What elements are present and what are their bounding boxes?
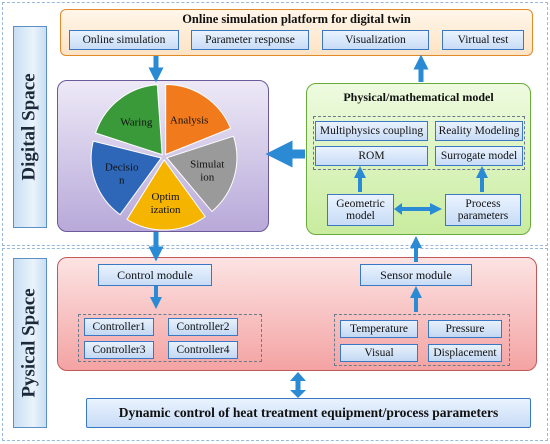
cycle-segment xyxy=(166,135,238,213)
sensor-displacement: Displacement xyxy=(428,344,502,362)
geometric-model-box: Geometric model xyxy=(327,194,394,226)
platform-panel: Online simulation platform for digital t… xyxy=(60,9,533,56)
controller-1: Controller1 xyxy=(84,318,154,336)
model-item-multiphysics: Multiphysics coupling xyxy=(315,121,428,141)
model-items-group xyxy=(313,116,525,170)
cycle-segment xyxy=(90,140,163,216)
platform-item-online-simulation: Online simulation xyxy=(69,30,179,50)
control-module-box: Control module xyxy=(98,264,212,286)
platform-item-virtual-test: Virtual test xyxy=(442,30,524,50)
bottom-bar: Dynamic control of heat treatment equipm… xyxy=(86,398,531,428)
platform-item-parameter-response: Parameter response xyxy=(191,30,309,50)
physical-panel: Control module Sensor module Controller1… xyxy=(57,257,537,371)
cycle-segment-label: Analysis xyxy=(170,115,209,127)
digital-space-label: Digital Space xyxy=(13,26,47,228)
process-parameters-box: Process parameters xyxy=(445,194,521,226)
physical-space-frame xyxy=(2,248,548,441)
model-panel: Physical/mathematical model Multiphysics… xyxy=(306,83,531,235)
physical-space-label: Pysical Space xyxy=(13,258,47,428)
model-title: Physical/mathematical model xyxy=(343,90,494,104)
controllers-group xyxy=(78,314,262,362)
cycle-segment xyxy=(165,84,232,156)
digital-space-text: Digital Space xyxy=(19,73,41,181)
controller-2: Controller2 xyxy=(168,318,238,336)
cycle-segment xyxy=(94,84,163,156)
controller-3: Controller3 xyxy=(84,341,154,359)
controller-4: Controller4 xyxy=(168,341,238,359)
sensor-temperature: Temperature xyxy=(340,320,418,338)
model-item-rom: ROM xyxy=(315,146,428,166)
model-item-surrogate: Surrogate model xyxy=(435,146,523,166)
digital-space-frame xyxy=(2,2,548,246)
cycle-segment xyxy=(126,159,206,231)
cycle-segment-label: Waring xyxy=(120,117,153,129)
sensor-module-box: Sensor module xyxy=(360,264,472,286)
physical-space-text: Pysical Space xyxy=(19,288,40,398)
sensors-group xyxy=(334,314,510,366)
platform-item-visualization: Visualization xyxy=(322,30,429,50)
sensor-visual: Visual xyxy=(340,344,418,362)
sensor-pressure: Pressure xyxy=(428,320,502,338)
platform-title: Online simulation platform for digital t… xyxy=(182,12,411,26)
model-item-reality-modeling: Reality Modeling xyxy=(435,121,523,141)
